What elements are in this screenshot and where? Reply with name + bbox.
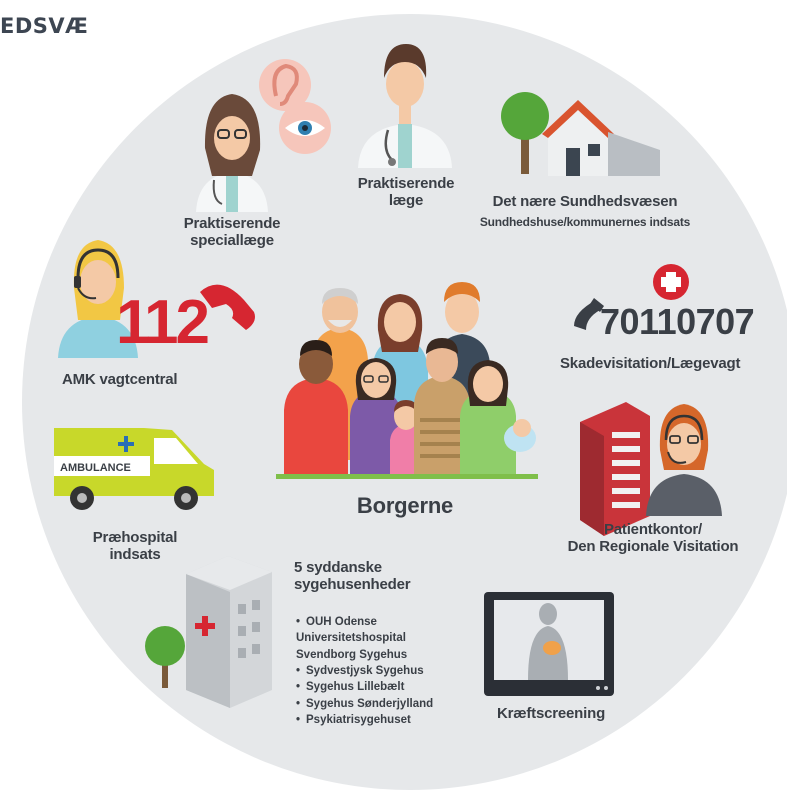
label-patientkontor: Patientkontor/ Den Regionale Visitation — [548, 521, 758, 556]
label-line: 5 syddanske — [294, 559, 382, 576]
specialist-doctor-icon — [196, 94, 268, 212]
list-item-sub: Universitetshospital — [296, 632, 406, 645]
list-item: Sygehus Sønderjylland — [296, 696, 433, 713]
label-line: Patientkontor/ — [603, 521, 703, 538]
label-det-naere-sub: Sundhedshuse/kommunernes indsats — [479, 215, 691, 229]
label-112: 112 — [116, 288, 210, 357]
list-item: OUH Odense Universitetshospital Svendbor… — [296, 614, 433, 663]
tree-small-icon — [145, 626, 185, 688]
general-practitioner-icon — [358, 44, 452, 168]
citizens-family-icon — [276, 282, 538, 479]
label-5-syddanske: 5 syddanske sygehusenheder — [294, 559, 411, 594]
phone-icon — [574, 298, 604, 330]
hospital-building-red-icon — [580, 402, 650, 536]
label-70110707: 70110707 — [600, 301, 755, 342]
ear-icon — [259, 59, 311, 111]
list-item: Sydvestjysk Sygehus — [296, 663, 433, 680]
label-line: sygehusenheder — [294, 575, 411, 593]
label-line: speciallæge — [190, 231, 274, 249]
list-item: Psykiatrisygehuset — [296, 712, 433, 729]
red-cross-icon — [653, 264, 689, 300]
label-line: Praktiserende — [357, 175, 455, 192]
eye-icon — [279, 102, 331, 154]
header-title-fragment: EDSVÆ — [0, 14, 89, 38]
label-amk-vagtcentral: AMK vagtcentral — [62, 371, 178, 388]
receptionist-icon — [646, 404, 722, 516]
label-kraeftscreening: Kræftscreening — [496, 705, 606, 722]
house-icon — [542, 100, 660, 176]
label-praehospital-indsats: Præhospital indsats — [70, 529, 200, 564]
list-item-name: OUH Odense — [306, 616, 377, 628]
hospital-building-icon — [186, 556, 272, 708]
label-praktiserende-speciallaege: Praktiserende speciallæge — [176, 215, 288, 250]
label-line: Praktiserende — [183, 215, 281, 232]
phone-red-icon — [200, 284, 255, 330]
hospital-list: OUH Odense Universitetshospital Svendbor… — [296, 614, 433, 729]
list-item-sub: Svendborg Sygehus — [296, 648, 408, 661]
screening-monitor-icon — [484, 592, 614, 696]
ambulance-text: AMBULANCE — [60, 462, 131, 474]
label-line: Præhospital — [92, 529, 178, 546]
label-borgerne: Borgerne — [356, 493, 454, 518]
label-praktiserende-laege: Praktiserende læge — [346, 175, 466, 210]
label-line: Den Regionale Visitation — [567, 537, 739, 555]
tree-icon — [501, 92, 549, 174]
ambulance-icon: AMBULANCE — [54, 428, 214, 510]
label-line: læge — [388, 191, 424, 209]
label-det-naere-sundhedsvaesen: Det nære Sundhedsvæsen — [492, 193, 678, 210]
label-skadevisitation: Skadevisitation/Lægevagt — [560, 355, 741, 372]
label-line: indsats — [109, 545, 161, 563]
list-item: Sygehus Lillebælt — [296, 679, 433, 696]
dispatcher-icon — [58, 240, 138, 358]
